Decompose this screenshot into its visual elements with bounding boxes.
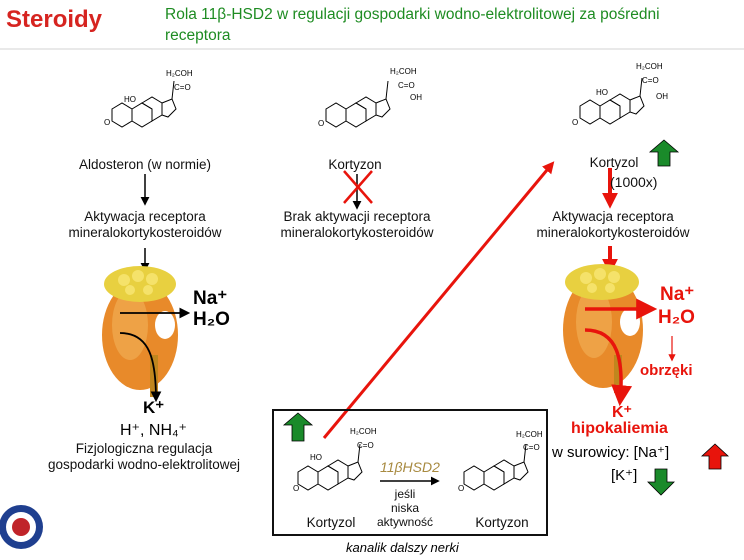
- page-subtitle: Rola 11β-HSD2 w regulacji gospodarki wod…: [165, 4, 744, 46]
- left-regulation-line-1: Fizjologiczna regulacja: [75, 441, 213, 456]
- cortisol-structure-top: [579, 77, 645, 125]
- right-receptor-line-2: mineralokortykosteroidów: [536, 225, 690, 240]
- box-cortisol-label: Kortyzol: [306, 515, 356, 530]
- right-na-label: Na⁺: [660, 284, 695, 305]
- cortisone-label: Kortyzon: [328, 157, 382, 172]
- left-na-label: Na⁺: [193, 288, 228, 309]
- cortisol-label: Kortyzol: [589, 155, 639, 170]
- right-kidney: [563, 264, 643, 393]
- red-diagonal-arrow: [322, 161, 555, 439]
- left-formula-ho: HO: [124, 95, 136, 104]
- box-cortisone-label: Kortyzon: [475, 515, 529, 530]
- hypokalemia-label: hipokaliemia: [571, 420, 668, 437]
- serum-k-label: [K⁺]: [611, 467, 638, 484]
- serum-na-label: w surowicy: [Na⁺]: [552, 444, 670, 461]
- left-h-nh4-label: H⁺, NH₄⁺: [120, 422, 187, 439]
- left-k-label: K⁺: [143, 398, 165, 417]
- box-right-formula-co: C=O: [523, 443, 540, 452]
- right-receptor-label: Aktywacja receptora mineralokortykostero…: [508, 209, 718, 241]
- subtitle-line-1: Rola 11β-HSD2 w regulacji gospodarki wod…: [165, 6, 660, 23]
- left-regulation-label: Fizjologiczna regulacja gospodarki wodno…: [24, 441, 264, 473]
- aldosterone-structure: [111, 80, 177, 128]
- box-left-formula-co: C=O: [357, 441, 374, 450]
- right-receptor-line-1: Aktywacja receptora: [552, 209, 674, 224]
- subtitle-line-2: receptora: [165, 27, 231, 44]
- header-divider: [0, 48, 744, 50]
- condition-label: jeśli niska aktywność: [374, 487, 436, 529]
- left-receptor-line-1: Aktywacja receptora: [84, 209, 206, 224]
- university-seal-icon: [0, 505, 43, 549]
- left-kidney: [102, 266, 178, 397]
- left-receptor-line-2: mineralokortykosteroidów: [68, 225, 222, 240]
- right-formula-co: C=O: [642, 76, 659, 85]
- left-k-arrow: [119, 332, 162, 403]
- cortisol-amount-label: (1000x): [610, 174, 658, 190]
- mid-formula-h2coh: H₂COH: [390, 67, 417, 76]
- edema-label: obrzęki: [640, 362, 693, 379]
- page-title: Steroidy: [6, 6, 103, 33]
- green-down-arrow-icon: [647, 468, 675, 496]
- right-formula-o: O: [572, 118, 579, 127]
- left-h2o-label: H₂O: [193, 309, 230, 330]
- block-cross-icon: [343, 170, 373, 204]
- aldosterone-label: Aldosteron (w normie): [78, 157, 212, 172]
- box-right-formula-o: O: [458, 484, 465, 493]
- distal-tubule-box: [272, 409, 548, 536]
- middle-receptor-line-1: Brak aktywacji receptora: [283, 209, 431, 224]
- mid-formula-co: C=O: [398, 81, 415, 90]
- box-left-formula-ho: HO: [310, 453, 322, 462]
- middle-receptor-label: Brak aktywacji receptora mineralokortyko…: [252, 209, 462, 241]
- condition-line-1: jeśli: [394, 487, 416, 501]
- right-k-label: K⁺: [612, 404, 632, 421]
- mid-formula-o: O: [318, 119, 325, 128]
- box-left-formula-h2coh: H₂COH: [350, 427, 377, 436]
- right-formula-ho: HO: [596, 88, 608, 97]
- box-left-formula-o: O: [293, 484, 300, 493]
- right-k-arrow: [584, 328, 633, 407]
- red-up-arrow-icon: [700, 443, 730, 470]
- green-up-arrow-icon: [648, 139, 680, 167]
- right-formula-oh: OH: [656, 92, 668, 101]
- box-caption: kanalik dalszy nerki: [346, 540, 459, 555]
- condition-line-3: aktywność: [376, 515, 434, 529]
- right-formula-h2coh: H₂COH: [636, 62, 663, 71]
- left-formula-o: O: [104, 118, 111, 127]
- mid-formula-oh: OH: [410, 93, 422, 102]
- left-regulation-line-2: gospodarki wodno-elektrolitowej: [47, 457, 241, 472]
- condition-line-2: niska: [390, 501, 419, 515]
- box-right-formula-h2coh: H₂COH: [516, 430, 543, 439]
- left-receptor-label: Aktywacja receptora mineralokortykostero…: [40, 209, 250, 241]
- left-formula-co: C=O: [174, 83, 191, 92]
- middle-receptor-line-2: mineralokortykosteroidów: [280, 225, 434, 240]
- left-formula-h2coh: H₂COH: [166, 69, 193, 78]
- box-green-up-arrow-icon: [282, 412, 314, 442]
- enzyme-label: 11βHSD2: [380, 459, 440, 475]
- right-h2o-label: H₂O: [658, 307, 695, 328]
- cortisone-structure: [325, 80, 391, 128]
